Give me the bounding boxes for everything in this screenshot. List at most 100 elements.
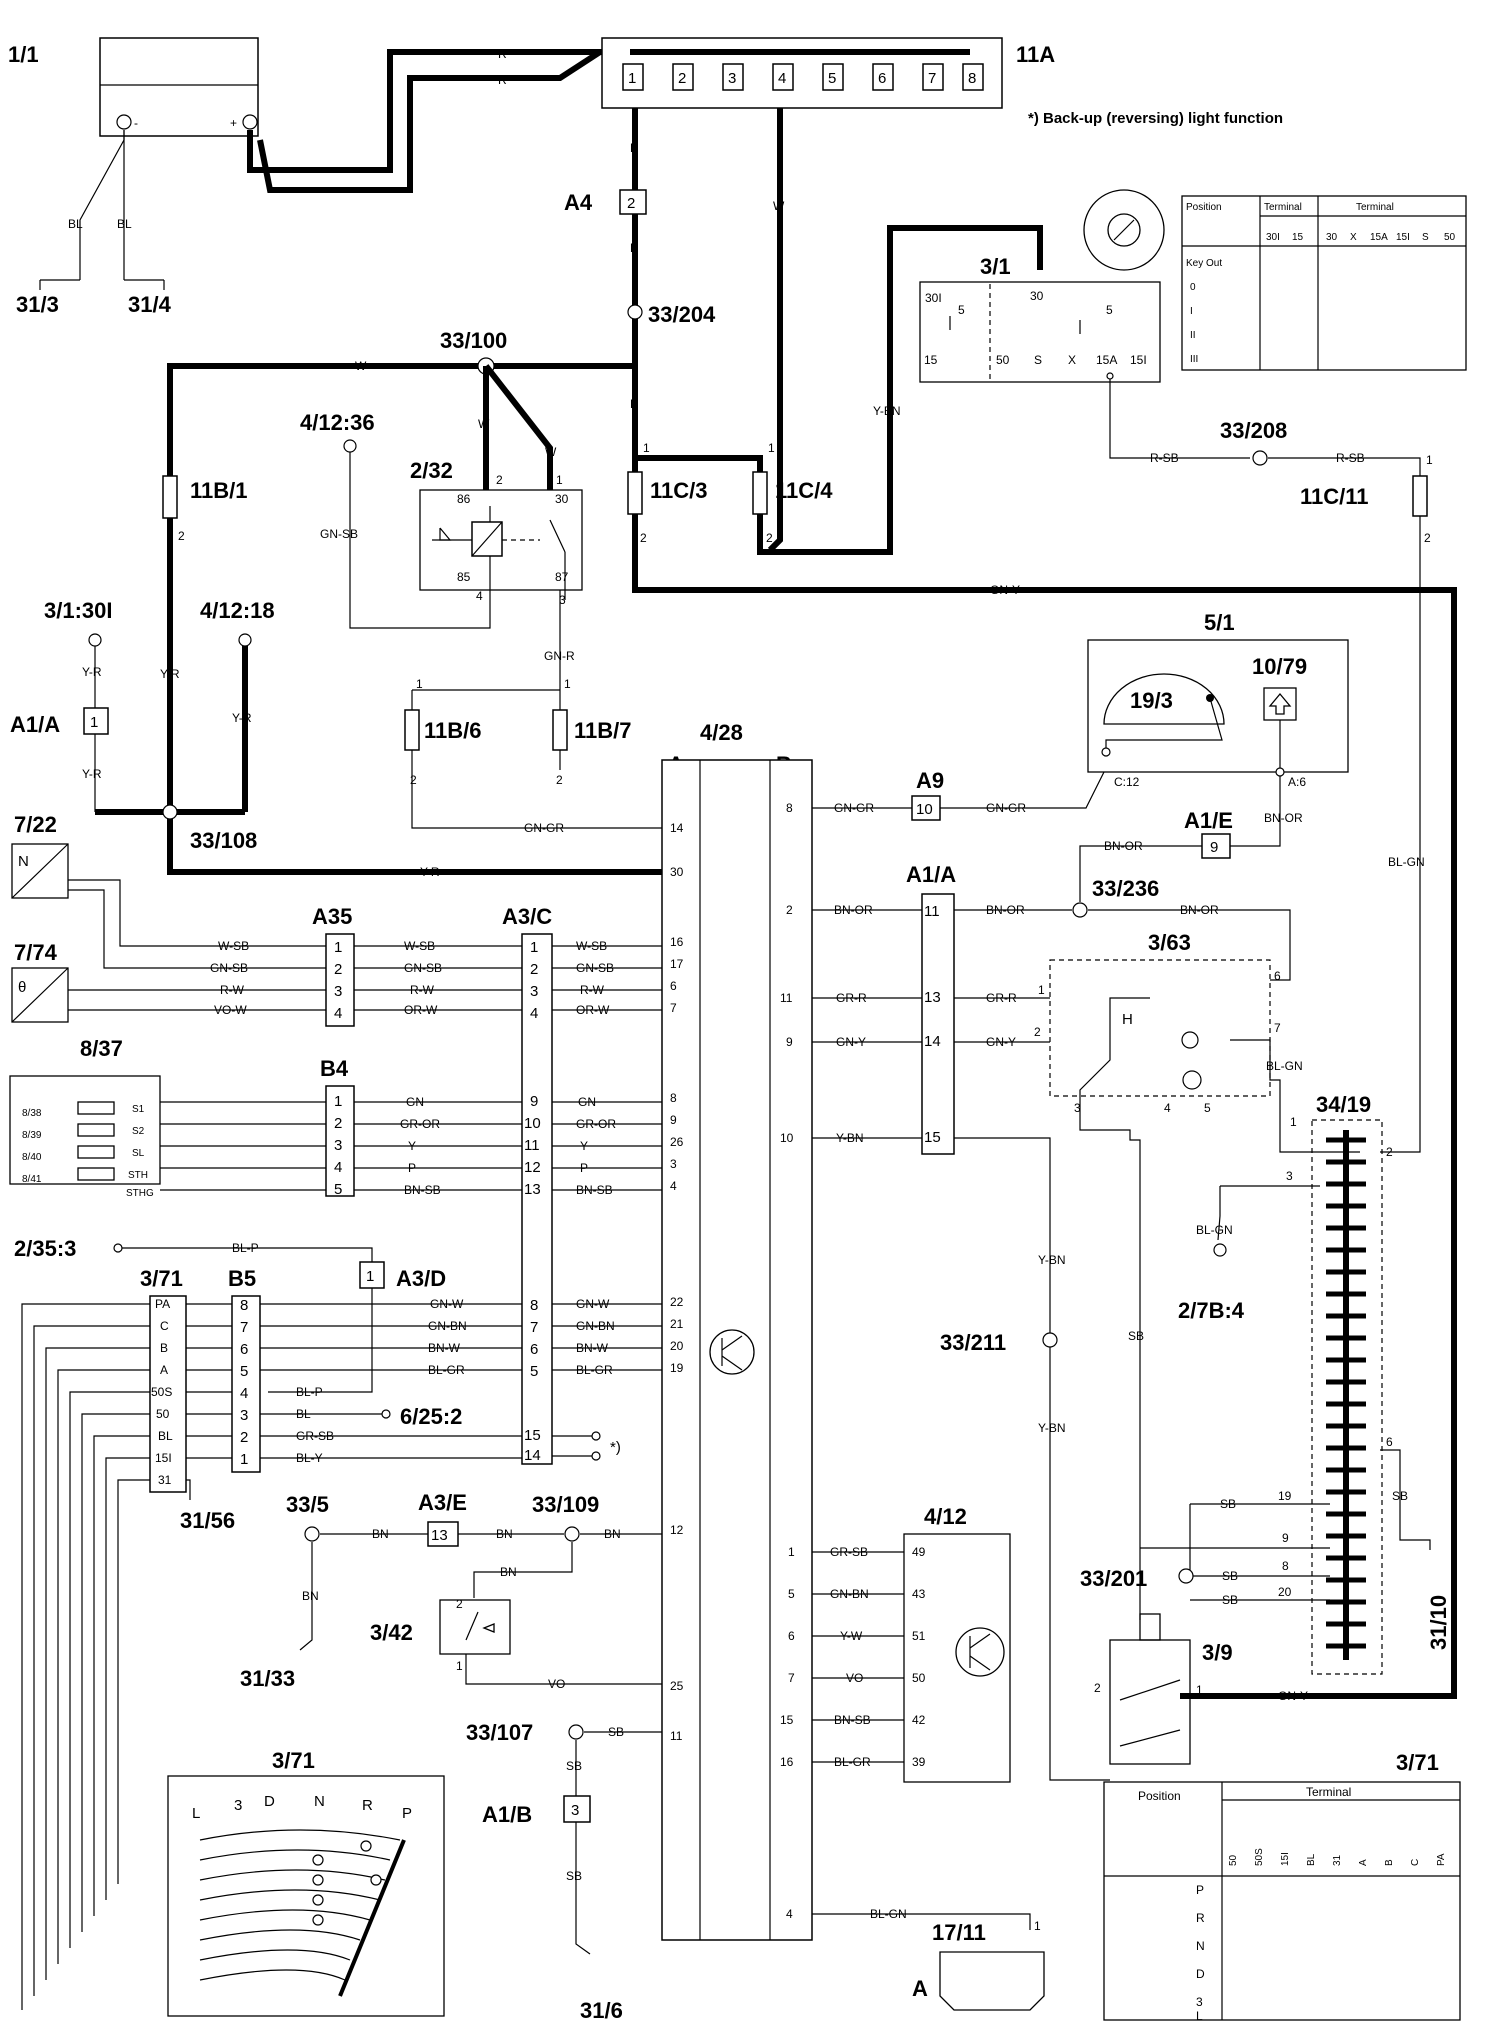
- svg-text:GN-Y: GN-Y: [836, 1035, 866, 1049]
- svg-text:8: 8: [530, 1297, 538, 1314]
- label-3-71-lower: 3/71: [272, 1748, 315, 1773]
- svg-text:10: 10: [524, 1115, 541, 1132]
- label-31-3: 31/3: [16, 292, 59, 317]
- svg-text:1: 1: [334, 939, 342, 956]
- splice-33-108: [162, 804, 178, 820]
- svg-text:Position: Position: [1138, 1789, 1181, 1803]
- svg-text:Y-R: Y-R: [232, 711, 252, 725]
- svg-text:3: 3: [1074, 1101, 1081, 1115]
- svg-text:7: 7: [1274, 1021, 1281, 1035]
- svg-text:R: R: [630, 241, 639, 255]
- svg-text:7: 7: [788, 1671, 795, 1685]
- relay-2-32: [419, 489, 583, 591]
- svg-text:8/39: 8/39: [22, 1130, 42, 1141]
- svg-text:GN-W: GN-W: [430, 1297, 464, 1311]
- label-B4: B4: [320, 1056, 349, 1081]
- connector-B5: [231, 1295, 261, 1473]
- gear-labels: L 3 D N R P: [192, 1793, 412, 1822]
- svg-text:X: X: [1068, 353, 1076, 367]
- svg-text:30: 30: [555, 492, 569, 506]
- ignition-switch-3-1: [919, 281, 1161, 383]
- label-A1-A-mid: A1/A: [906, 862, 956, 887]
- svg-text:BL-GR: BL-GR: [576, 1363, 613, 1377]
- svg-text:85: 85: [457, 570, 471, 584]
- svg-text:17: 17: [670, 957, 684, 971]
- svg-text:5: 5: [1106, 303, 1113, 317]
- svg-text:OR-W: OR-W: [576, 1003, 610, 1017]
- svg-text:5: 5: [240, 1363, 248, 1380]
- svg-text:86: 86: [457, 492, 471, 506]
- svg-text:42: 42: [912, 1713, 926, 1727]
- svg-text:19: 19: [670, 1361, 684, 1375]
- svg-text:GR-R: GR-R: [836, 991, 867, 1005]
- label-2-32: 2/32: [410, 458, 453, 483]
- svg-text:SB: SB: [1128, 1329, 1144, 1343]
- label-4-12-18: 4/12:18: [200, 598, 275, 623]
- svg-text:4: 4: [1164, 1101, 1171, 1115]
- svg-text:9: 9: [1210, 839, 1218, 856]
- selector-pins: PA C B A 50S 50 BL 15I 31: [151, 1297, 173, 1487]
- label-11B-6: 11B/6: [424, 718, 482, 743]
- svg-text:15: 15: [524, 1427, 541, 1444]
- svg-text:GN-BN: GN-BN: [830, 1587, 869, 1601]
- svg-text:BN-OR: BN-OR: [986, 903, 1025, 917]
- svg-text:9: 9: [530, 1093, 538, 1110]
- svg-text:15: 15: [780, 1713, 794, 1727]
- brake-switch-3-42: [439, 1599, 511, 1655]
- svg-text:5: 5: [530, 1363, 538, 1380]
- ignition-key-icon: [1083, 189, 1165, 271]
- svg-text:2: 2: [178, 529, 185, 543]
- gear-arcs: [199, 1829, 406, 1997]
- ecu-pins-a: 14 30 16 17 6 7 8 9 26 3 4 22 21 20 19 1…: [670, 821, 684, 1743]
- svg-text:1: 1: [1290, 1115, 1297, 1129]
- svg-text:*): *): [610, 1439, 621, 1456]
- svg-text:1: 1: [1196, 1683, 1203, 1697]
- svg-text:S1: S1: [132, 1104, 145, 1115]
- svg-text:BN-SB: BN-SB: [404, 1183, 441, 1197]
- svg-text:8/41: 8/41: [22, 1174, 42, 1185]
- svg-text:2: 2: [456, 1597, 463, 1611]
- svg-text:BL: BL: [1306, 1853, 1317, 1866]
- sensor-7-74: [11, 967, 69, 1023]
- svg-text:6: 6: [788, 1629, 795, 1643]
- svg-text:8: 8: [1282, 1559, 1289, 1573]
- svg-text:5: 5: [958, 303, 965, 317]
- svg-text:9: 9: [670, 1113, 677, 1127]
- svg-text:30I: 30I: [925, 291, 942, 305]
- svg-text:BN-SB: BN-SB: [576, 1183, 613, 1197]
- connector-34-19-pins: [1326, 1137, 1366, 1649]
- svg-text:N: N: [314, 1793, 325, 1810]
- svg-text:Y-BN: Y-BN: [1038, 1421, 1066, 1435]
- svg-text:STHG: STHG: [126, 1188, 154, 1199]
- label-A9: A9: [916, 768, 944, 793]
- label-33-208: 33/208: [1220, 418, 1287, 443]
- svg-text:50: 50: [912, 1671, 926, 1685]
- svg-text:BN-OR: BN-OR: [1104, 839, 1143, 853]
- svg-text:1: 1: [564, 677, 571, 691]
- switch-3-63: [1049, 959, 1271, 1097]
- label-A3-C: A3/C: [502, 904, 552, 929]
- label-11B-1: 11B/1: [190, 478, 248, 503]
- svg-text:3: 3: [234, 1797, 242, 1814]
- b5-pins: 8 7 6 5 4 3 2 1: [240, 1297, 248, 1468]
- svg-text:R: R: [1196, 1911, 1205, 1925]
- svg-text:W: W: [545, 445, 557, 459]
- svg-text:Y: Y: [408, 1139, 416, 1153]
- label-A3-D: A3/D: [396, 1266, 446, 1291]
- svg-text:P: P: [1196, 1883, 1204, 1897]
- battery-pos-terminal: [242, 114, 258, 130]
- label-8-37: 8/37: [80, 1036, 123, 1061]
- svg-text:9: 9: [786, 1035, 793, 1049]
- svg-text:3: 3: [670, 1157, 677, 1171]
- svg-text:50: 50: [1228, 1854, 1239, 1866]
- label-A1-E: A1/E: [1184, 808, 1233, 833]
- svg-text:Y-W: Y-W: [840, 1629, 863, 1643]
- label-33-100: 33/100: [440, 328, 507, 353]
- svg-text:GN: GN: [578, 1095, 596, 1109]
- svg-text:1: 1: [1426, 453, 1433, 467]
- svg-text:Y-R: Y-R: [82, 767, 102, 781]
- svg-text:+: +: [230, 116, 237, 130]
- svg-text:SB: SB: [566, 1759, 582, 1773]
- svg-text:3: 3: [1286, 1169, 1293, 1183]
- svg-text:2: 2: [334, 1115, 342, 1132]
